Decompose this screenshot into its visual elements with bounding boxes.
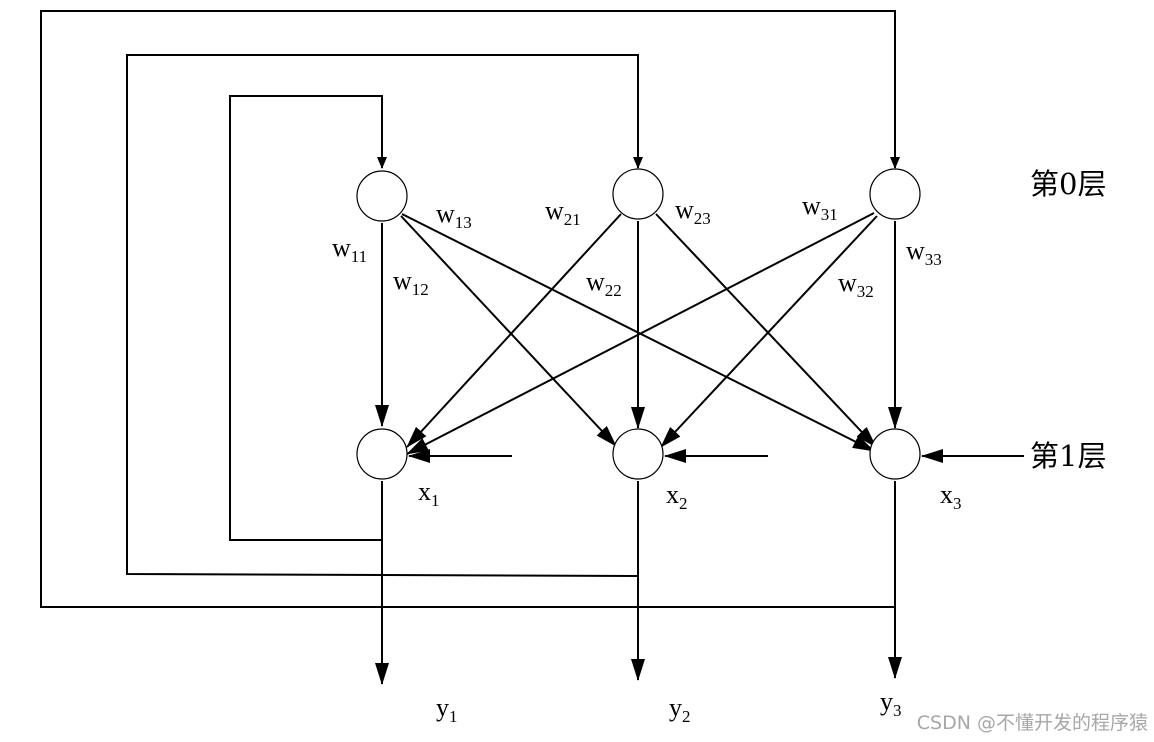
label-y3: y3 [880, 687, 902, 720]
feedback-loops [40, 10, 900, 608]
edge-w23 [655, 213, 877, 448]
edge-w32 [660, 215, 878, 448]
label-w11: w11 [332, 233, 367, 266]
label-w31: w31 [802, 191, 838, 224]
weight-connections [375, 212, 902, 455]
label-x2: x2 [666, 480, 688, 513]
edge-w31 [406, 212, 875, 455]
label-w33: w33 [906, 236, 942, 269]
watermark-text: CSDN @不懂开发的程序猿 [917, 712, 1148, 734]
layer1-node-1 [356, 428, 408, 480]
label-w32: w32 [838, 268, 874, 301]
label-w12: w12 [393, 266, 429, 299]
weight-labels: w11 w12 w13 w21 w22 w23 w31 w32 w33 [332, 191, 942, 301]
layer0-nodes [356, 168, 921, 222]
edge-w21 [406, 213, 622, 448]
label-x1: x1 [418, 477, 440, 510]
label-y1: y1 [436, 693, 458, 726]
label-w22: w22 [586, 267, 622, 300]
layer1-node-2 [612, 428, 664, 480]
label-x3: x3 [940, 480, 962, 513]
layer1-node-3 [869, 428, 921, 480]
layer1-nodes [356, 428, 921, 480]
layer0-node-2 [612, 168, 664, 220]
input-labels: x1 x2 x3 [418, 477, 962, 513]
edge-w12 [400, 215, 617, 447]
label-w21: w21 [545, 196, 581, 229]
feedback-loop-1 [229, 95, 387, 541]
layer1-caption: 第1层 [1030, 439, 1106, 473]
output-labels: y1 y2 y3 [436, 687, 902, 726]
label-w23: w23 [675, 195, 711, 228]
feedback-loop-3 [40, 10, 900, 608]
layer0-caption: 第0层 [1030, 167, 1106, 201]
feedback-loop-2 [126, 54, 643, 577]
layer0-node-3 [869, 168, 921, 220]
label-w13: w13 [436, 199, 472, 232]
layer0-node-1 [356, 170, 408, 222]
output-arrows [375, 481, 902, 685]
label-y2: y2 [669, 693, 691, 726]
